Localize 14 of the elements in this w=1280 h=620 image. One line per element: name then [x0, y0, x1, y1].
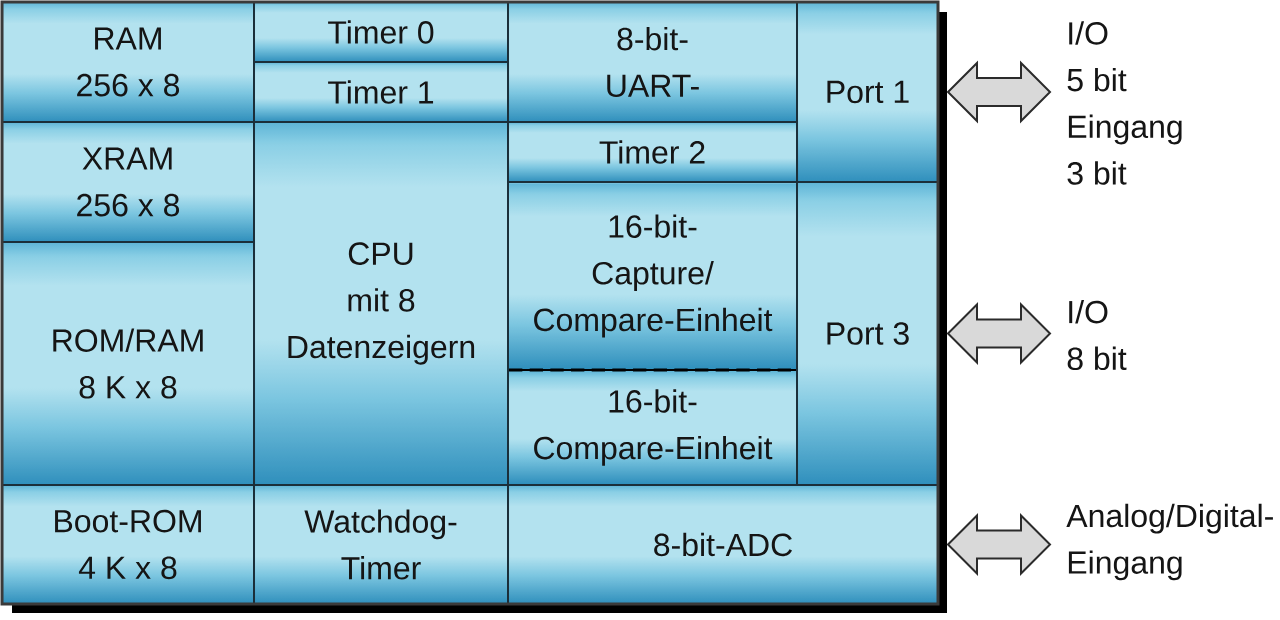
module-box: Timer 0	[253, 1, 509, 63]
memory-box: XRAM 256 x 8	[1, 121, 255, 243]
module-box: 16-bit- Compare-Einheit	[509, 371, 796, 484]
port-box: Port 3	[796, 181, 939, 486]
module-box: 8-bit-ADC	[507, 484, 939, 605]
memory-box: Boot-ROM 4 K x 8	[1, 484, 255, 605]
module-box: Timer 2	[507, 121, 798, 183]
pin-label: I/O 5 bit Eingang 3 bit	[1067, 21, 1182, 185]
pin-label: I/O 8 bit	[1067, 299, 1127, 371]
module-box: Watchdog- Timer	[253, 484, 509, 605]
pin-label: Analog/Digital- Eingang	[1066, 503, 1273, 581]
module-box: Timer 1	[253, 61, 509, 123]
port-box: Port 1	[796, 1, 939, 183]
memory-box: RAM 256 x 8	[1, 1, 255, 123]
